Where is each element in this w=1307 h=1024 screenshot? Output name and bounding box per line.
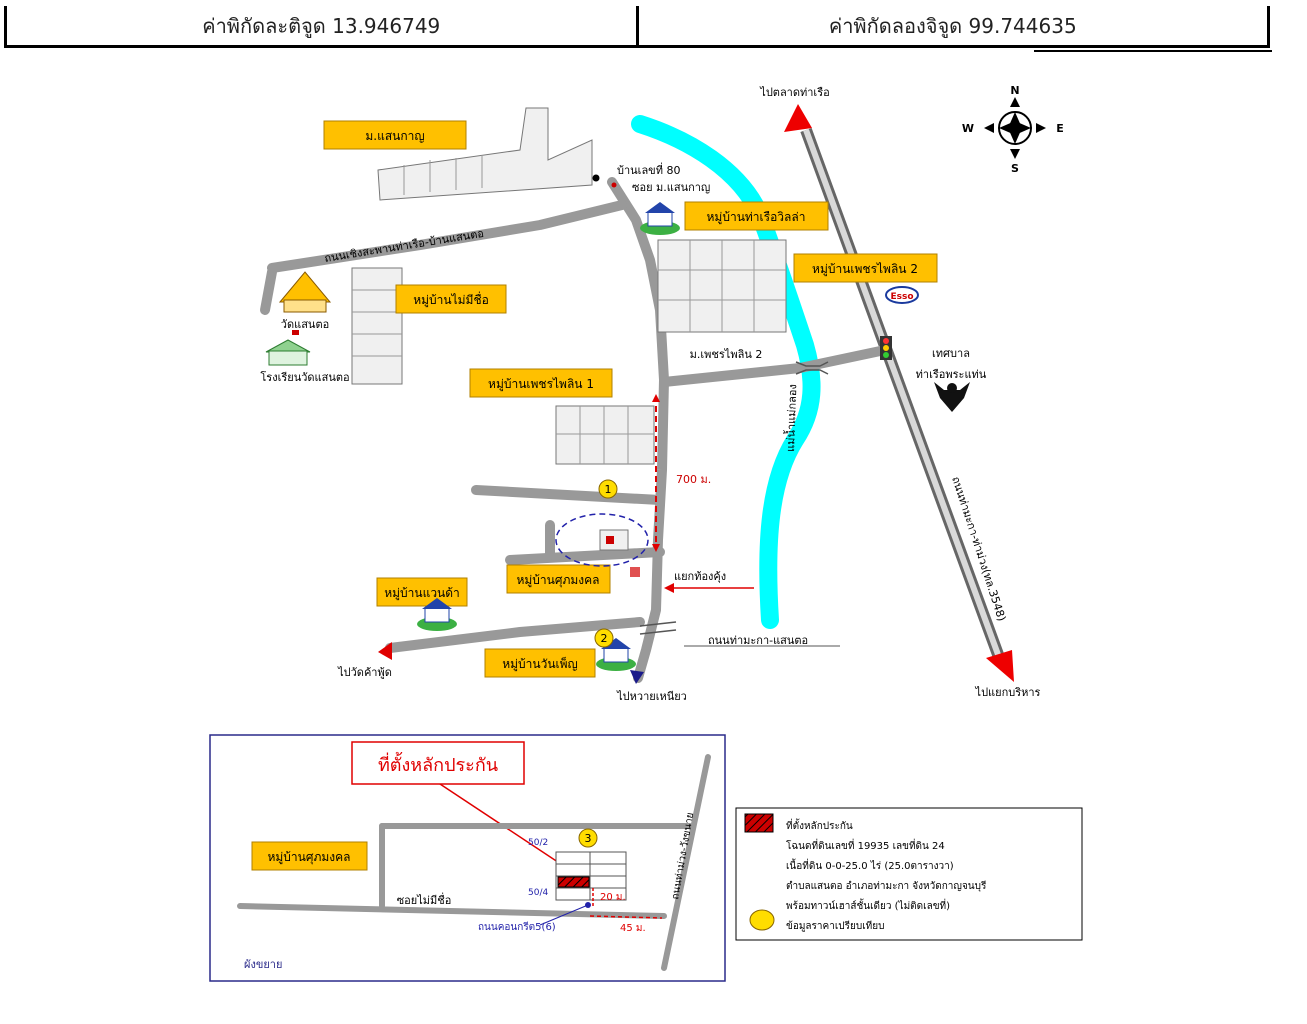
highway [784, 104, 1014, 682]
label-to-yaek-borihan: ไปแยกบริหาร [975, 686, 1041, 699]
label-mu-maimeechue: หมู่บ้านไม่มีชื่อ [413, 291, 489, 308]
inset-plot-top: 50/2 [528, 838, 548, 848]
label-mu-wanpen: หมู่บ้านวันเพ็ญ [502, 656, 578, 672]
label-junction: แยกท้องคุ้ง [674, 570, 726, 583]
inset-title: ที่ตั้งหลักประกัน [378, 752, 498, 776]
inset-concrete-road: ถนนคอนกรีต5(6) [478, 921, 556, 933]
legend-collateral: ที่ตั้งหลักประกัน [786, 818, 853, 832]
label-soi-saenkanya: ซอย ม.แสนกาญ [632, 181, 710, 194]
svg-text:3: 3 [585, 832, 592, 845]
latitude-cell: ค่าพิกัดละติจูด 13.946749 [202, 13, 441, 38]
compass-e: E [1056, 122, 1064, 135]
label-municipality-2: ท่าเรือพระแท่น [916, 368, 987, 381]
temple-icon [278, 271, 332, 313]
river [631, 115, 821, 629]
label-house-80: บ้านเลขที่ 80 [617, 162, 680, 177]
coordinate-header: ค่าพิกัดละติจูด 13.946749 ค่าพิกัดลองจิจ… [4, 6, 1270, 48]
house-icon [640, 202, 680, 235]
label-mu-sukmongkol: หมู่บ้านศุภมงคล [516, 573, 599, 588]
inset-dist-45: 45 ม. [620, 923, 646, 934]
junction-arrow [630, 567, 754, 593]
house-icon [417, 598, 457, 631]
inset-panel: ที่ตั้งหลักประกัน หมู่บ้านศุภมงคล ซอยไม่… [209, 734, 726, 982]
label-to-huai-nhiew: ไปหวายเหนียว [616, 690, 687, 703]
legend-location: ตำบลแสนตอ อำเภอท่ามะกา จังหวัดกาญจนบุรี [786, 880, 987, 892]
target-area [555, 513, 649, 567]
svg-text:2: 2 [601, 632, 608, 645]
garuda-emblem-icon [934, 382, 970, 412]
arrow-south-icon [986, 650, 1014, 682]
label-to-wat-khaophut: ไปวัดค้าพู้ด [337, 666, 392, 679]
arrow-south-west-icon [630, 670, 644, 684]
marker-1 [598, 479, 618, 499]
traffic-light-icon [880, 336, 892, 360]
inset-village: หมู่บ้านศุภมงคล [267, 850, 350, 865]
label-distance-700: 700 ม. [676, 473, 711, 486]
roads [260, 177, 890, 683]
place-labels: ม.แสนกาญ หมู่บ้านท่าเรือวิลล่า หมู่บ้านเ… [323, 120, 938, 678]
marker-3 [578, 828, 598, 848]
legend-compare: ข้อมูลราคาเปรียบเทียบ [786, 920, 884, 932]
compass-s: S [1011, 162, 1019, 175]
route-indicator [652, 394, 660, 552]
label-m-petchpailin2: ม.เพชรไพลิน 2 [690, 348, 763, 361]
arrow-west-icon [378, 642, 392, 660]
label-river: แม่น้ำแม่กลอง [782, 384, 799, 452]
inset-dist-20: 20 ม. [600, 892, 626, 903]
school-icon [265, 330, 311, 366]
label-mu-petchpailin2: หมู่บ้านเพชรไพลิน 2 [812, 262, 918, 277]
label-mu-saenkanya: ม.แสนกาญ [365, 129, 424, 143]
label-road-choeng-saphan: ถนนเชิงสะพานท่าเรือ-บ้านแสนตอ [323, 227, 484, 265]
legend-building: พร้อมทาวน์เฮาส์ชั้นเดียว (ไม่ติดเลขที่) [786, 898, 950, 912]
esso-logo: Esso [885, 286, 919, 304]
label-municipality-1: เทศบาล [932, 347, 970, 360]
label-wat-saento: วัดแสนตอ [281, 318, 329, 331]
label-mu-tharuevilla: หมู่บ้านท่าเรือวิลล่า [707, 210, 806, 225]
svg-text:1: 1 [605, 483, 612, 496]
inset-soi: ซอยไม่มีชื่อ [397, 892, 452, 907]
inset-caption: ผังขยาย [244, 958, 282, 971]
label-mu-waenda: หมู่บ้านแวนด้า [384, 586, 460, 601]
arrow-north-icon [784, 104, 812, 132]
marker-2 [594, 628, 614, 648]
compass-icon [984, 97, 1046, 159]
compass-w: W [962, 122, 974, 135]
compass-n: N [1010, 84, 1019, 97]
label-road-tamaka-saento: ถนนท่ามะกา-แสนตอ [708, 634, 808, 647]
legend-area: เนื้อที่ดิน 0-0-25.0 ไร่ (25.0ตารางวา) [786, 858, 954, 872]
label-to-talad-tharuea: ไปตลาดท่าเรือ [759, 86, 829, 99]
svg-text:Esso: Esso [890, 292, 913, 302]
legend-box: ที่ตั้งหลักประกัน โฉนดที่ดินเลขที่ 19935… [735, 807, 1083, 941]
longitude-cell: ค่าพิกัดลองจิจูด 99.744635 [635, 6, 1268, 45]
label-mu-petchpailin1: หมู่บ้านเพชรไพลิน 1 [488, 377, 594, 392]
inset-plot-bottom: 50/4 [528, 888, 548, 898]
legend-deed: โฉนดที่ดินเลขที่ 19935 เลขที่ดิน 24 [786, 838, 945, 852]
label-school: โรงเรียนวัดแสนตอ [260, 370, 349, 384]
